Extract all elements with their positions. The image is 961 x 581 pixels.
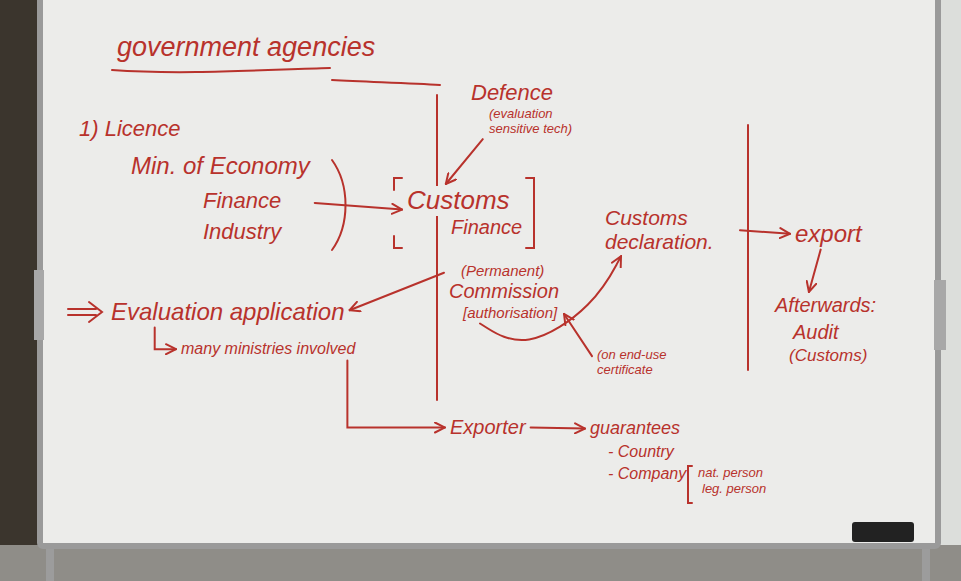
handwritten-text: Evaluation application xyxy=(110,298,346,326)
bracket-corner xyxy=(394,236,402,248)
arrow-connector xyxy=(155,328,176,350)
handwritten-text: [authorisation] xyxy=(462,304,558,321)
arrow-connector xyxy=(315,203,402,210)
floor-area xyxy=(0,545,961,581)
handwritten-text: (Permanent) xyxy=(460,262,545,279)
stand-clip xyxy=(934,280,946,350)
label-holder: 1) Licence xyxy=(78,116,182,141)
stand-clip xyxy=(34,270,44,340)
handwritten-text: Afterwards: xyxy=(774,294,877,317)
title-holder: government agencies xyxy=(116,32,376,63)
arrow-connector xyxy=(809,250,821,292)
handwritten-text: Commission xyxy=(448,280,560,303)
bracket-corner xyxy=(394,178,402,190)
handwritten-text: nat. person xyxy=(697,466,764,481)
arrow-connector xyxy=(446,139,483,184)
handwritten-text: (on end-use certificate xyxy=(596,348,680,378)
handwritten-text: Customs xyxy=(406,186,511,216)
handwritten-text: Finance xyxy=(450,216,523,239)
arrow-connector xyxy=(350,273,445,311)
handwritten-text: Industry xyxy=(202,219,282,244)
note-group: Afterwards: Audit(Customs) xyxy=(770,292,881,368)
double-arrow-symbol xyxy=(68,302,102,322)
divider-line xyxy=(747,125,749,370)
note-group: guarantees - Country - Company nat. personl… xyxy=(585,416,771,499)
handwritten-text: - Country xyxy=(607,443,675,461)
handwritten-text: (evaluation sensitive tech) xyxy=(488,107,602,137)
title-underline xyxy=(112,68,330,72)
arrow-connector xyxy=(740,230,790,234)
handwritten-text: Customs declaration. xyxy=(604,206,736,254)
note-group: Customs declaration. xyxy=(600,204,740,256)
arrow-connector xyxy=(531,428,585,429)
handwritten-text: export xyxy=(794,220,863,248)
handwritten-text: Finance xyxy=(202,188,282,213)
handwritten-text: leg. person xyxy=(701,482,767,497)
board-title: government agencies xyxy=(116,32,376,63)
note-label: 1) Licence xyxy=(78,116,182,141)
handwritten-text: (Customs) xyxy=(788,346,868,366)
handwritten-text: - Company xyxy=(607,465,687,483)
handwritten-text: Defence xyxy=(470,80,554,105)
handwritten-text: Exporter xyxy=(449,416,527,439)
note-group: Defence(evaluation sensitive tech) xyxy=(466,78,606,139)
note-group: Exporter xyxy=(445,414,531,441)
note-group: CustomsFinance xyxy=(402,184,527,241)
handwritten-text: many ministries involved xyxy=(180,340,356,358)
divider-line xyxy=(436,95,438,400)
note-group: many ministries involved xyxy=(176,338,360,360)
bracket xyxy=(688,466,692,503)
handwritten-text: guarantees xyxy=(589,418,681,439)
arrow-connector xyxy=(347,360,445,427)
note-group: Min. of EconomyFinanceIndustry xyxy=(126,150,315,246)
bracket xyxy=(526,178,534,248)
handwritten-text: Audit xyxy=(792,321,840,344)
underline-stroke xyxy=(332,80,440,85)
note-group: (Permanent)Commission[authorisation] xyxy=(444,260,564,324)
whiteboard xyxy=(40,0,938,546)
handwritten-text: Min. of Economy xyxy=(130,152,311,180)
note-group: Evaluation application xyxy=(106,296,350,328)
note-group: (on end-use certificate xyxy=(592,346,684,380)
eraser xyxy=(852,522,914,542)
note-group: export xyxy=(790,218,867,250)
